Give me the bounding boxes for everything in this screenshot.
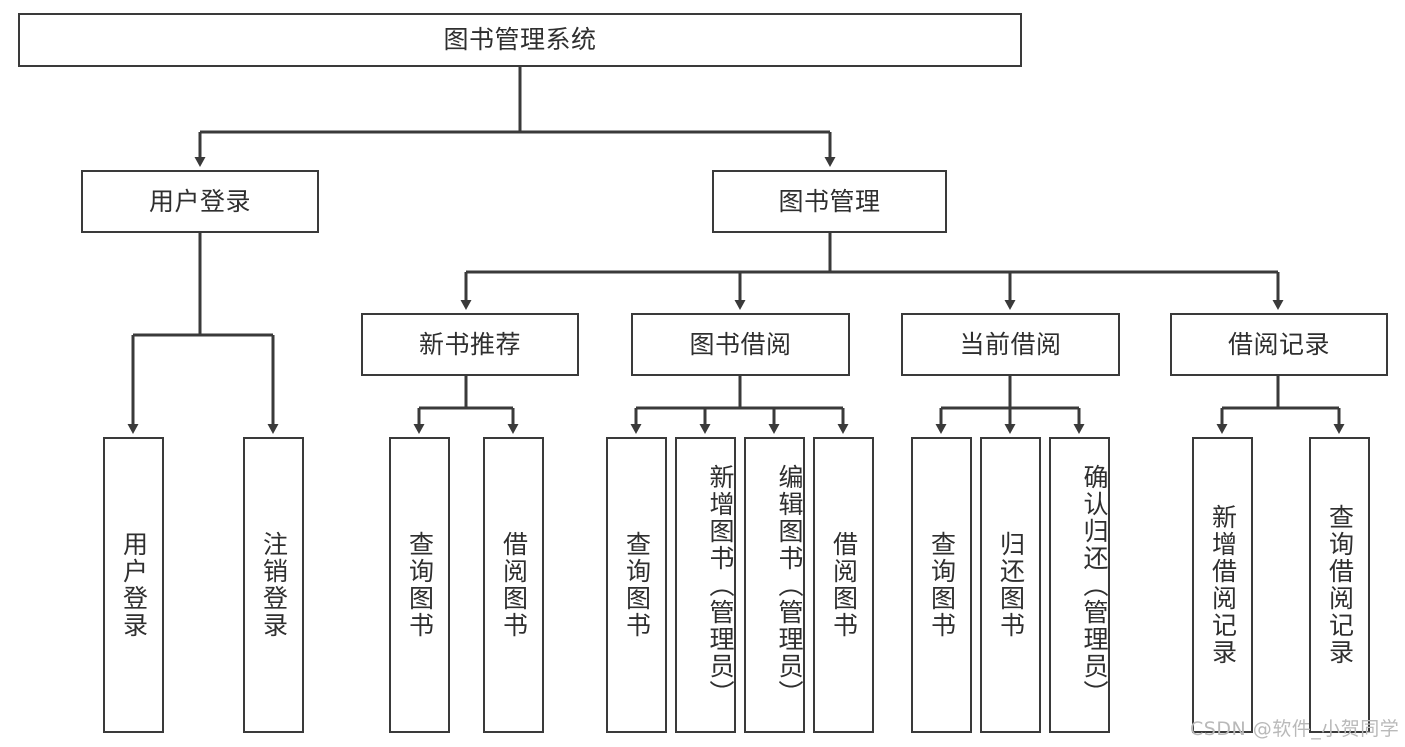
leaf-confirm-return-admin[interactable]: 确认归还（管理员）: [1049, 437, 1110, 733]
leaf-logout[interactable]: 注销登录: [243, 437, 304, 733]
leaf-return-books[interactable]: 归还图书: [980, 437, 1041, 733]
leaf-add-borrow-record[interactable]: 新增借阅记录: [1192, 437, 1253, 733]
node-borrow-record[interactable]: 借阅记录: [1170, 313, 1388, 376]
csdn-watermark: CSDN @软件_小贺同学: [1190, 718, 1400, 740]
leaf-query-borrow-record[interactable]: 查询借阅记录: [1309, 437, 1370, 733]
node-book-borrow[interactable]: 图书借阅: [631, 313, 850, 376]
leaf-add-book-admin[interactable]: 新增图书（管理员）: [675, 437, 736, 733]
leaf-borrow-books[interactable]: 借阅图书: [813, 437, 874, 733]
node-new-book-recommend[interactable]: 新书推荐: [361, 313, 579, 376]
leaf-query-books-borrow[interactable]: 查询图书: [606, 437, 667, 733]
node-book-management[interactable]: 图书管理: [712, 170, 947, 233]
leaf-user-login[interactable]: 用户登录: [103, 437, 164, 733]
node-root-system[interactable]: 图书管理系统: [18, 13, 1022, 67]
leaf-borrow-books-recommend[interactable]: 借阅图书: [483, 437, 544, 733]
leaf-edit-book-admin[interactable]: 编辑图书（管理员）: [744, 437, 805, 733]
node-user-login[interactable]: 用户登录: [81, 170, 319, 233]
leaf-query-books-current[interactable]: 查询图书: [911, 437, 972, 733]
node-current-borrow[interactable]: 当前借阅: [901, 313, 1120, 376]
leaf-query-books-recommend[interactable]: 查询图书: [389, 437, 450, 733]
